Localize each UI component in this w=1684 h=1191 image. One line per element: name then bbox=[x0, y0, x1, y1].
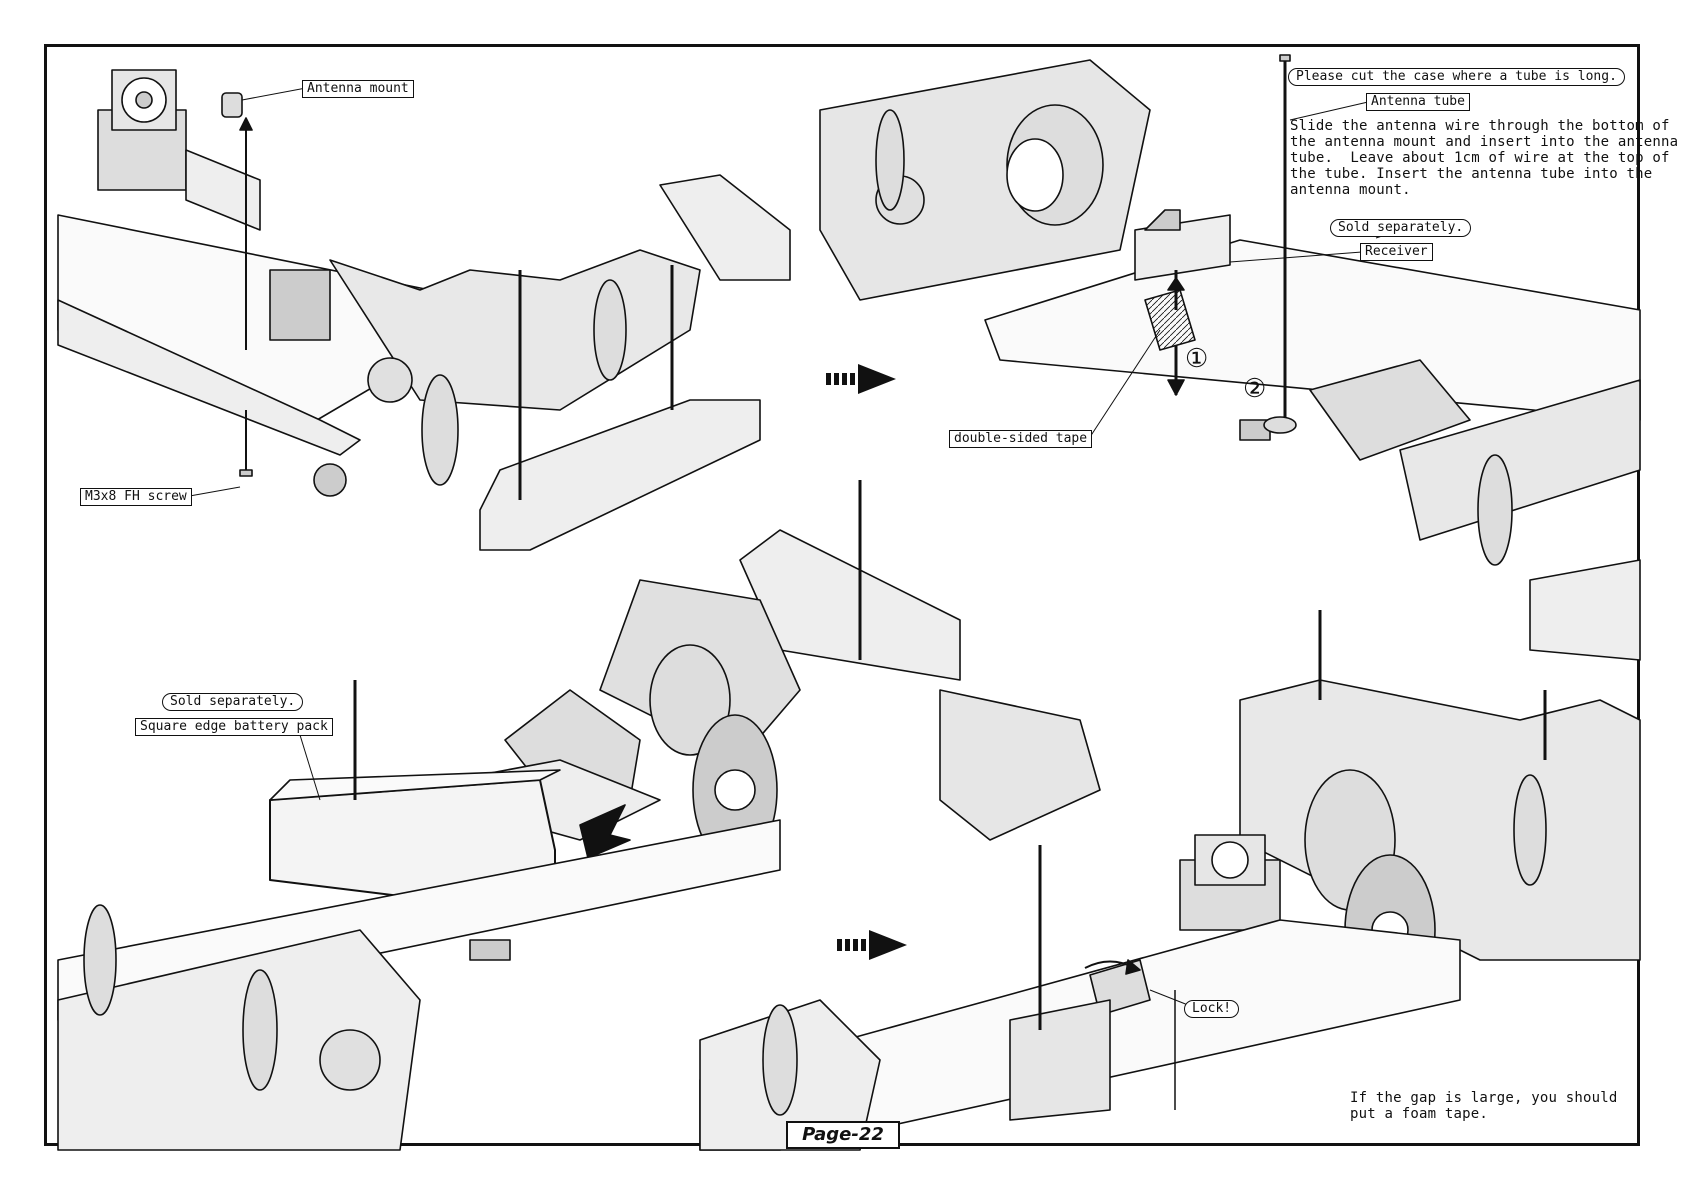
double-sided-tape-label: double-sided tape bbox=[949, 430, 1093, 448]
antenna-mount-label: Antenna mount bbox=[302, 80, 414, 98]
chassis-bottom-left bbox=[57, 480, 1101, 1151]
chassis-top-right bbox=[659, 54, 1641, 661]
sold-separately-receiver: Sold separately. bbox=[1330, 219, 1472, 237]
step-arrow-bottom bbox=[837, 930, 907, 960]
step-arrow-top bbox=[826, 364, 896, 394]
antenna-tube-label: Antenna tube bbox=[1366, 93, 1470, 111]
page-number: Page-22 bbox=[786, 1121, 900, 1149]
chassis-bottom-right bbox=[699, 610, 1641, 1151]
lock-label: Lock! bbox=[1184, 1000, 1240, 1018]
antenna-instructions: Slide the antenna wire through the botto… bbox=[1290, 118, 1679, 198]
battery-pack-label: Square edge battery pack bbox=[135, 718, 333, 736]
sold-separately-battery: Sold separately. bbox=[162, 693, 304, 711]
receiver-label: Receiver bbox=[1360, 243, 1433, 261]
screw-label: M3x8 FH screw bbox=[80, 488, 192, 506]
foam-tape-note: If the gap is large, you should put a fo… bbox=[1350, 1090, 1618, 1122]
chassis-top-left bbox=[57, 69, 761, 551]
cut-case-note: Please cut the case where a tube is long… bbox=[1288, 68, 1625, 86]
step-2-marker: ② bbox=[1243, 374, 1267, 404]
step-1-marker: ① bbox=[1185, 344, 1209, 374]
